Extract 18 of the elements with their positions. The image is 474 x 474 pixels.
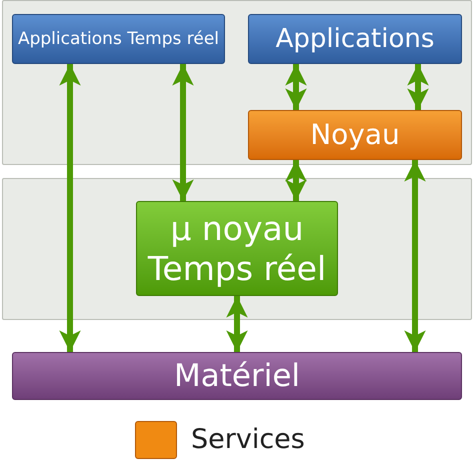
layer-label: Matériel	[174, 356, 300, 396]
double-arrow	[59, 64, 81, 352]
layer-label: Noyau	[310, 117, 400, 153]
double-arrow	[404, 160, 426, 352]
legend-label: Services	[191, 423, 305, 457]
layer-label: µ noyau Temps réel	[146, 208, 328, 288]
layer-box	[248, 110, 462, 160]
double-arrow	[226, 296, 248, 352]
layer-box	[248, 14, 462, 64]
double-arrow	[285, 160, 307, 201]
double-arrow	[407, 64, 429, 110]
layer-label: Applications	[276, 22, 434, 56]
double-arrow	[285, 64, 307, 110]
layer-box	[136, 201, 338, 296]
layer-label: Applications Temps réel	[18, 28, 220, 50]
layer-box	[12, 352, 462, 400]
double-arrow	[172, 64, 194, 201]
layer-box	[12, 14, 225, 64]
